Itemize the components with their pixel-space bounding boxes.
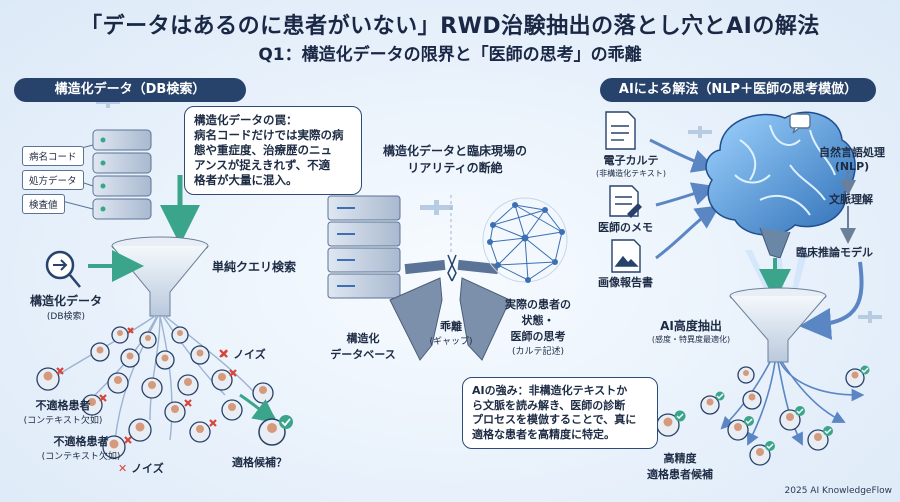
label-line: リアリティの断絶 [407,161,503,175]
callout-line: ら文脈を読み解き、医師の診断 [472,398,626,412]
candidate-label: 適格候補？ [232,456,287,469]
candidate-person-icon [258,415,293,446]
label-line: 状態・ [521,314,555,327]
noise-text: ノイズ [233,348,266,361]
callout-line: 適格な患者を高精度に特定。 [472,427,615,441]
structured-db-label: 構造化 データベース [318,330,408,362]
high-precision-candidates-label: 高精度 適格患者候補 [640,450,720,482]
label-line: (コンテキスト欠如) [41,452,121,462]
label-line: (コンテキスト欠如) [23,416,103,426]
db-tag-lab-values: 検査値 [22,194,65,214]
left-patient-group [36,326,293,459]
db-tag-prescription: 処方データ [22,170,84,190]
network-sphere-icon [482,197,568,283]
search-icon [45,250,81,288]
main-title: 「データはあるのに患者がいない」RWD治験抽出の落とし穴とAIの解法 [80,14,820,39]
gap-label: 乖離 (ギャップ) [418,318,484,347]
callout-line: 病名コードだけでは実際の病 [194,128,344,142]
right-patient-group [656,365,870,466]
red-x-icon: ✕ [220,348,230,361]
simple-query-label: 単純クエリ検索 [212,260,297,274]
left-funnel-icon [111,236,209,317]
label-line: 乖離 [440,320,462,333]
label-line: (DB検索) [46,312,86,322]
label-line: 電子カルテ [603,154,659,167]
unfit-patient-label-1: 不適格患者 (コンテキスト欠如) [8,397,118,426]
label-line: 医師の思考 [510,330,566,343]
image-report-label: 画像報告書 [598,276,653,289]
red-x-icons [56,327,237,444]
unfit-patient-label-2: 不適格患者 (コンテキスト欠如) [26,433,136,462]
ai-extraction-label: AI高度抽出 (感度・特異度最適化) [636,317,746,345]
nlp-label: 自然言語処理 (NLP) [812,144,892,173]
label-line: 適格患者候補 [647,468,713,481]
ehr-label: 電子カルテ (非構造化テキスト) [596,152,666,179]
label-line: 自然言語処理 [819,146,885,159]
callout-line: 格者が大量に混入。 [194,173,298,187]
label-line: 構造化データ [29,294,102,308]
label-line: 実際の患者の [505,298,571,311]
noise-label-2: ✕ ノイズ [118,460,164,476]
sub-title: Q1：構造化データの限界と「医師の思考」の乖離 [258,45,642,65]
callout-line: AIの強み：非構造化テキストか [472,384,628,397]
chat-bubble-icon [789,113,811,134]
ehr-document-icon [605,111,636,150]
db-tag-diagnosis-code: 病名コード [22,146,84,166]
label-line: 不適格患者 [53,435,109,448]
label-line: (非構造化テキスト) [596,169,667,178]
label-line: 構造化データと臨床現場の [382,144,527,158]
clinical-reasoning-label: 臨床推論モデル [796,246,873,259]
structured-data-trap-callout: 構造化データの罠： 病名コードだけでは実際の病 態や重症度、治療歴のニュ アンス… [184,106,362,195]
real-patient-label: 実際の患者の 状態・ 医師の思考 (カルテ記述) [488,296,588,357]
callout-line: プロセスを模倣することで、真に [472,413,637,426]
label-line: (NLP) [834,160,870,173]
doctor-memo-label: 医師のメモ [598,221,653,234]
ai-brain-icon [705,111,856,259]
middle-database-icon [327,195,401,299]
structured-data-label: 構造化データ (DB検索) [16,292,116,322]
label-line: (ギャップ) [429,337,473,347]
noise-label-1: ✕ ノイズ [220,346,266,362]
right-section-header: AIによる解法（NLP＋医師の思考模倣） [600,78,876,102]
label-line: 構造化 [346,332,380,345]
left-database-icon [57,129,152,220]
callout-line: 構造化データの罠： [194,113,298,127]
label-line: 高精度 [663,452,697,465]
label-line: 不適格患者 [35,399,91,412]
callout-line: 態や重症度、治療歴のニュ [194,143,332,157]
gap-cliff-graphic [389,195,511,361]
footer-credit: 2025 AI KnowledgeFlow [784,486,892,496]
label-line: データベース [330,348,396,361]
left-section-header: 構造化データ（DB検索） [14,78,246,102]
doctor-memo-icon [609,185,642,218]
callout-line: アンスが捉えきれず、不適 [194,158,331,172]
label-line: (感度・特異度最適化) [651,335,731,344]
noise-text: ノイズ [131,462,164,475]
ai-strength-callout: AIの強み：非構造化テキストか ら文脈を読み解き、医師の診断 プロセスを模倣する… [462,377,658,449]
middle-title: 構造化データと臨床現場の リアリティの断絶 [360,142,550,176]
label-line: AI高度抽出 [660,319,722,333]
image-report-icon [611,239,641,273]
context-understanding-label: 文脈理解 [829,193,873,206]
green-check-icons [674,365,870,451]
red-x-icon: ✕ [118,462,128,475]
label-line: (カルテ記述) [511,347,565,357]
right-funnel-icon [729,287,827,363]
